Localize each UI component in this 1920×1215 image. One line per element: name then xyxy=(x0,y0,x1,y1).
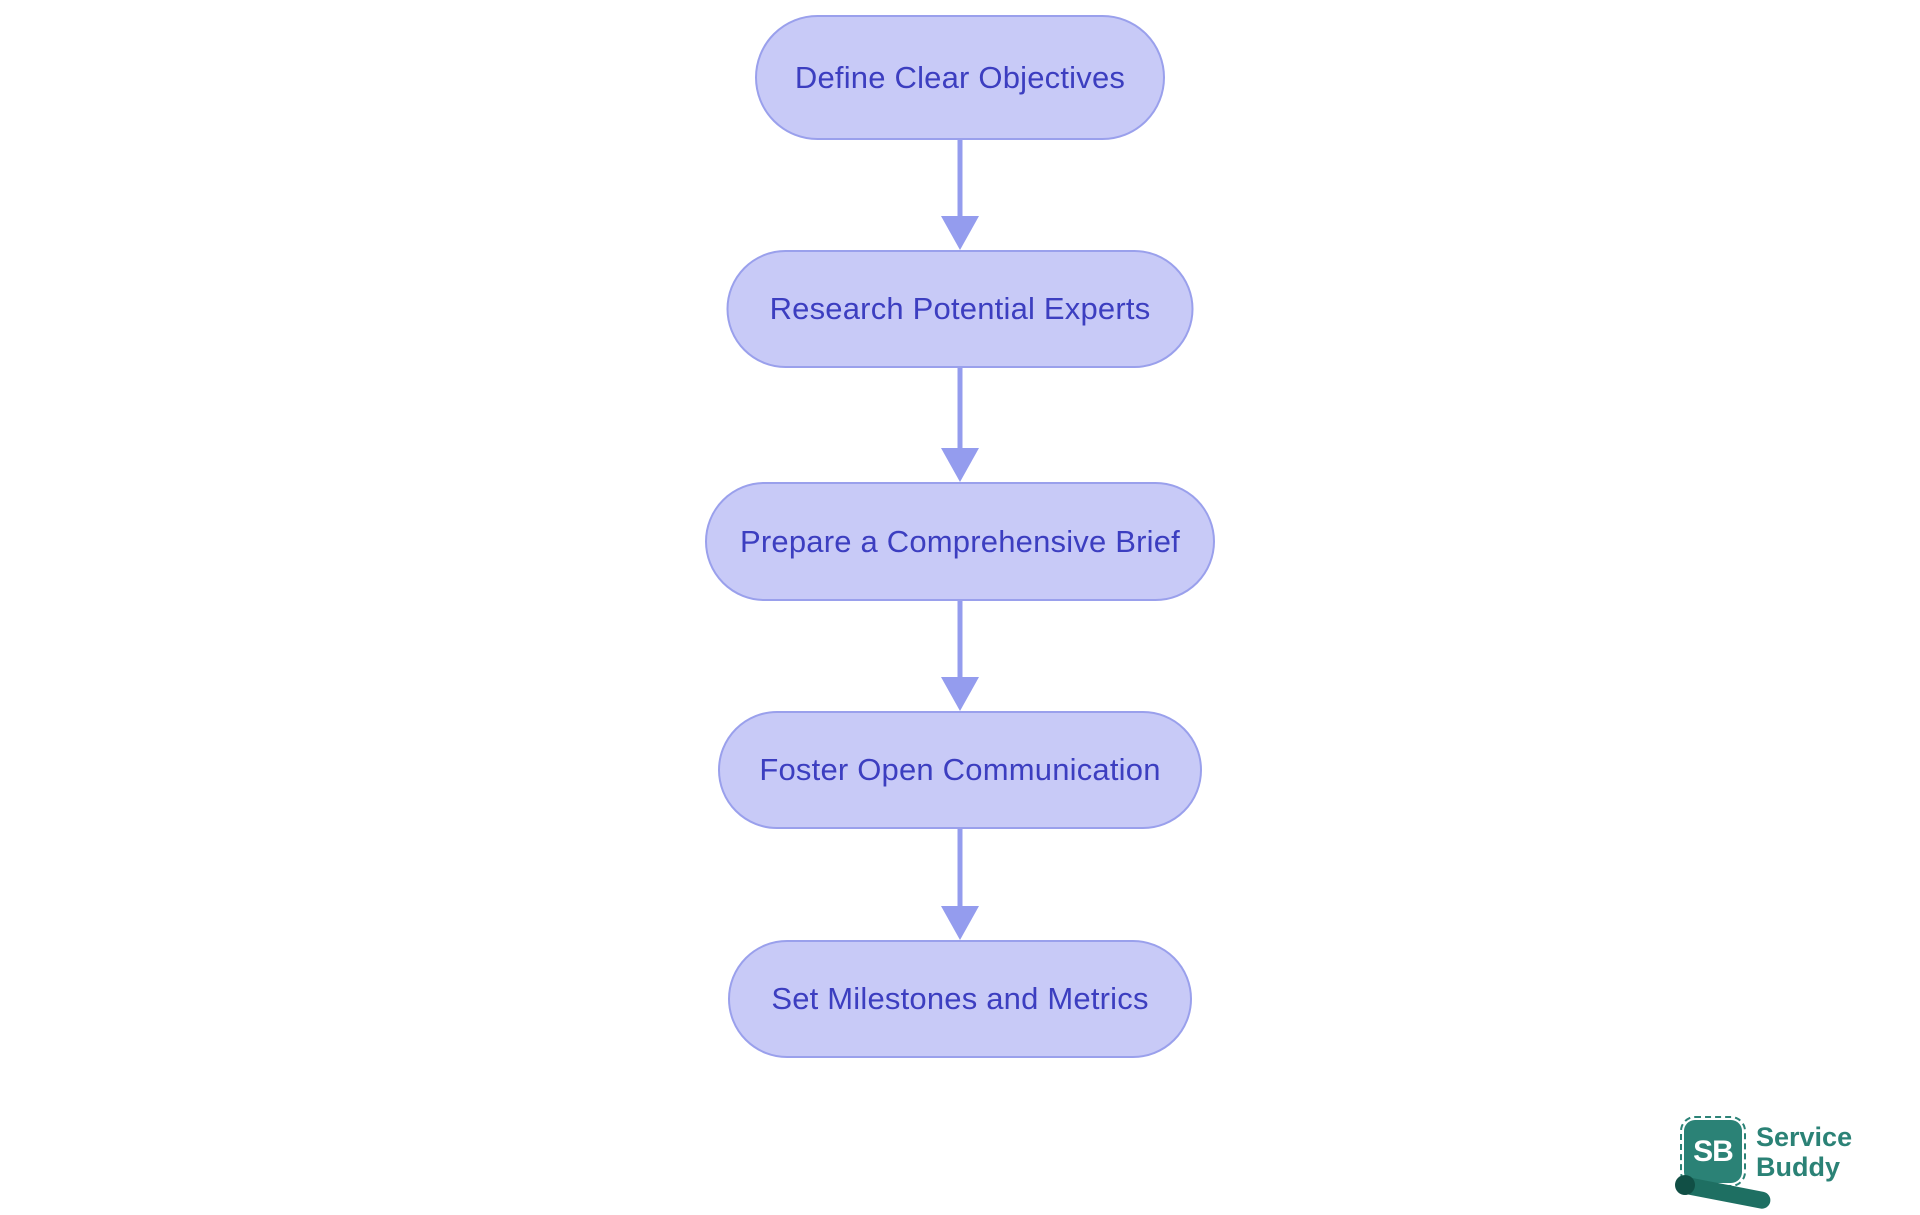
flow-node-1: Define Clear Objectives xyxy=(755,15,1165,140)
flow-node-1-label: Define Clear Objectives xyxy=(794,59,1126,95)
sb-stamp-icon: SB xyxy=(1680,1116,1746,1187)
arrow-2-to-3 xyxy=(941,368,979,482)
sb-badge-text: SB xyxy=(1693,1134,1734,1168)
rolled-paper-end-icon xyxy=(1675,1175,1695,1195)
logo-wordmark-line2: Buddy xyxy=(1756,1152,1840,1182)
arrow-head-icon xyxy=(941,448,979,482)
logo-wordmark-line1: Service xyxy=(1756,1122,1853,1152)
arrow-shaft xyxy=(957,368,963,454)
logo-wordmark: Service Buddy xyxy=(1756,1122,1852,1182)
flow-node-4: Foster Open Communication xyxy=(718,711,1202,829)
arrow-head-icon xyxy=(941,216,979,250)
arrow-3-to-4 xyxy=(941,601,979,711)
arrow-shaft xyxy=(957,601,963,683)
service-buddy-logo: SB Service Buddy xyxy=(1674,1116,1852,1211)
arrow-shaft xyxy=(957,140,963,222)
flow-node-2: Research Potential Experts xyxy=(726,250,1194,368)
flow-node-2-label: Research Potential Experts xyxy=(769,291,1151,326)
flow-node-5-label: Set Milestones and Metrics xyxy=(771,981,1149,1016)
flow-node-3: Prepare a Comprehensive Brief xyxy=(705,482,1215,601)
arrow-head-icon xyxy=(941,906,979,940)
arrow-shaft xyxy=(957,829,963,912)
arrow-4-to-5 xyxy=(941,829,979,940)
flow-node-5: Set Milestones and Metrics xyxy=(728,940,1192,1058)
arrow-head-icon xyxy=(941,677,979,711)
service-buddy-badge: SB xyxy=(1674,1116,1772,1211)
arrow-1-to-2 xyxy=(941,140,979,250)
flow-node-3-label: Prepare a Comprehensive Brief xyxy=(739,523,1180,559)
flow-node-4-label: Foster Open Communication xyxy=(759,752,1161,787)
